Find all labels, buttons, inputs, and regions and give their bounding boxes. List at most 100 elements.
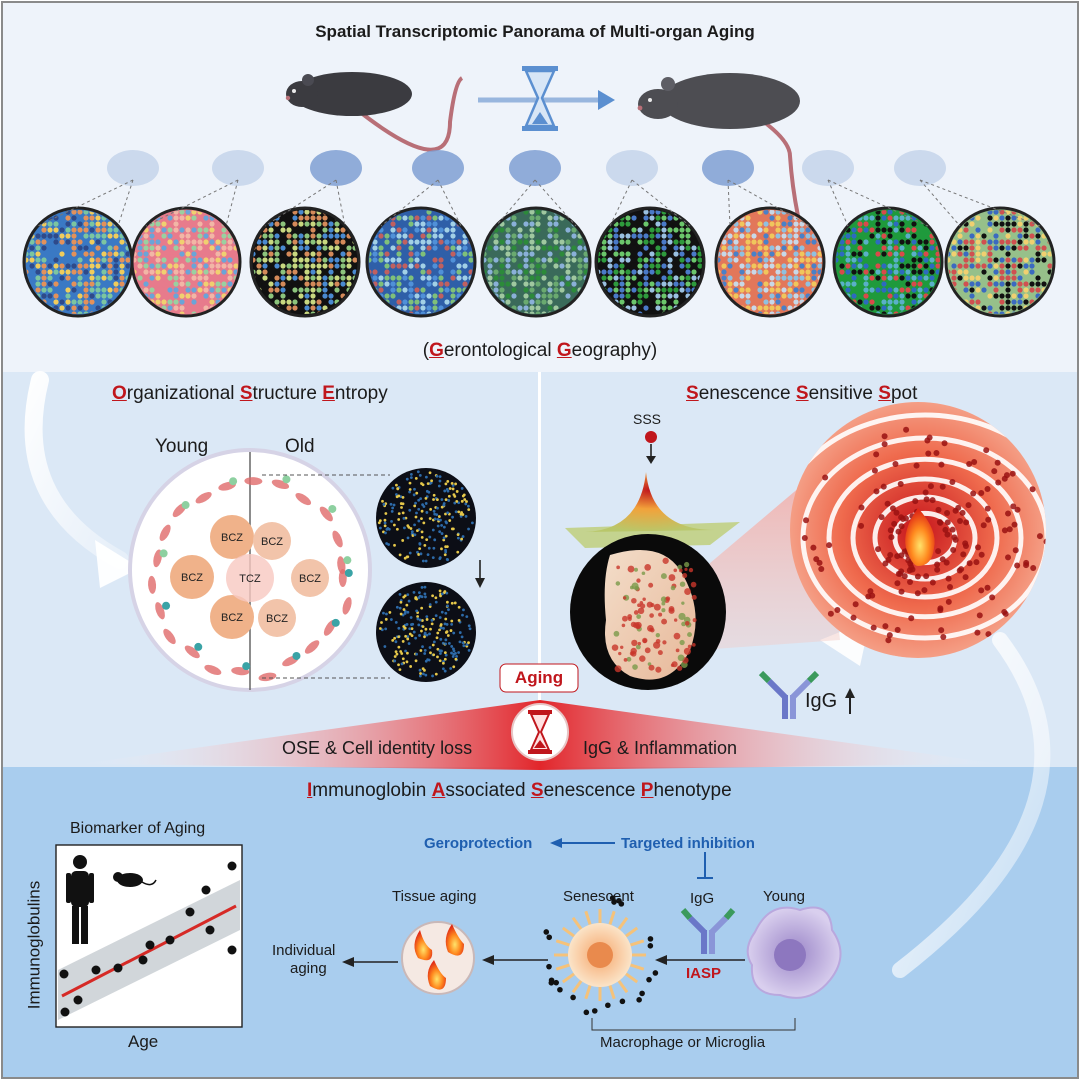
data-point <box>91 965 101 975</box>
tissue-circle <box>249 206 361 318</box>
iasp-heading-rest-4: henotype <box>653 780 732 801</box>
sss-heading-cap-2: S <box>795 383 809 404</box>
iasp-label: IASP <box>686 965 722 982</box>
tissue-aging-label: Tissue aging <box>392 888 477 905</box>
organ-icon <box>606 150 658 186</box>
bcz-zone <box>253 522 291 560</box>
data-point <box>227 945 237 955</box>
organ-icon <box>412 150 464 186</box>
iasp-heading-cap-4: P <box>640 780 654 801</box>
gg-close: ) <box>650 340 658 361</box>
bcz-label: BCZ <box>221 532 243 544</box>
bcz-label: BCZ <box>261 536 283 548</box>
ose-heading: Organizational Structure Entropy <box>112 383 388 405</box>
igg-center-icon <box>680 908 736 954</box>
bcz-zone <box>210 515 254 559</box>
ose-spatial-circles <box>376 468 485 682</box>
gg-word-2: eography <box>571 340 651 361</box>
tissue-circle <box>130 206 242 318</box>
data-point <box>165 935 175 945</box>
hourglass-top-icon <box>478 66 615 131</box>
tissue-circle <box>714 206 826 318</box>
young-cell-label: Young <box>763 888 805 905</box>
aging-band-left <box>80 700 540 770</box>
tissue-circle <box>944 206 1056 318</box>
individual-aging-label-1: Individual <box>272 942 336 959</box>
data-point <box>205 925 215 935</box>
ose-heading-rest-1: rganizational <box>126 383 240 404</box>
bcz-zone <box>210 595 254 639</box>
tissue-aging-icon <box>401 921 475 995</box>
tissue-circle <box>480 206 592 318</box>
sss-heading-rest-2: ensitive <box>808 383 879 404</box>
sss-heading-rest-3: pot <box>890 383 918 404</box>
gg-word-1: erontological <box>443 340 557 361</box>
data-point <box>60 1007 70 1017</box>
bcz-label: BCZ <box>299 573 321 585</box>
iasp-flow <box>342 838 842 1031</box>
sss-heading-cap-1: S <box>686 383 699 404</box>
ose-loss-label: OSE & Cell identity loss <box>282 738 473 758</box>
biomarker-title: Biomarker of Aging <box>70 820 206 837</box>
aging-band-right <box>540 700 1000 770</box>
tissue-circle <box>22 206 134 318</box>
iasp-heading-rest-1: mmunoglobin <box>312 780 432 801</box>
young-mouse <box>285 72 464 152</box>
biomarker-chart <box>55 844 243 1028</box>
bcz-label: BCZ <box>266 613 288 625</box>
data-point <box>185 907 195 917</box>
human-silhouette-icon <box>66 855 94 944</box>
geroprotection-label: Geroprotection <box>424 835 533 852</box>
data-point <box>138 955 148 965</box>
aging-badge-label: Aging <box>514 668 564 687</box>
biomarker-ylabel: Immunoglobulins <box>24 880 44 1010</box>
sss-zoom-circle <box>790 402 1046 658</box>
organ-icon <box>107 150 159 186</box>
iasp-heading-rest-2: ssociated <box>445 780 531 801</box>
data-point <box>59 969 69 979</box>
fire-icon <box>905 508 935 566</box>
tissue-circle <box>832 206 944 318</box>
gerontological-geography-label: (Gerontological Geography) <box>0 340 1080 362</box>
sss-heading: Senescence Sensitive Spot <box>686 383 917 405</box>
gg-open: ( <box>422 340 430 361</box>
young-label: Young <box>155 436 209 457</box>
sss-tissue-section <box>570 534 726 690</box>
organ-row <box>107 150 946 186</box>
gg-letter-2: G <box>556 340 572 361</box>
gg-letter-1: G <box>429 340 444 361</box>
data-point <box>145 940 155 950</box>
ose-heading-rest-2: tructure <box>252 383 323 404</box>
macrophage-label: Macrophage or Microglia <box>600 1034 766 1051</box>
tcz-zone <box>226 554 274 602</box>
senescent-label: Senescent <box>563 888 634 905</box>
sss-heading-rest-1: enescence <box>698 383 796 404</box>
aging-badge <box>499 663 579 693</box>
data-point <box>227 861 237 871</box>
biomarker-xlabel: Age <box>128 1032 159 1051</box>
iasp-heading-rest-3: enescence <box>543 780 641 801</box>
tissue-circle <box>365 206 477 318</box>
ose-heading-cap-1: O <box>112 383 127 404</box>
bcz-label: BCZ <box>221 612 243 624</box>
ose-heading-rest-3: ntropy <box>334 383 388 404</box>
data-point <box>113 963 123 973</box>
bcz-zone <box>258 599 296 637</box>
ose-heading-cap-2: S <box>239 383 253 404</box>
iasp-heading-cap-3: S <box>530 780 544 801</box>
tissue-circle <box>594 206 706 318</box>
mouse-silhouette-icon <box>113 872 157 887</box>
bcz-zone <box>170 555 214 599</box>
iasp-heading-cap-1: I <box>307 780 313 801</box>
old-mouse <box>637 73 800 217</box>
igg-inflammation-label: IgG & Inflammation <box>583 738 738 758</box>
young-cell-icon <box>746 906 842 999</box>
iasp-heading-cap-2: A <box>431 780 446 801</box>
organ-icon <box>894 150 946 186</box>
organ-icon <box>702 150 754 186</box>
igg-antibody-icon <box>758 670 820 719</box>
old-label: Old <box>285 436 315 457</box>
senescent-cell-icon <box>543 895 659 1016</box>
